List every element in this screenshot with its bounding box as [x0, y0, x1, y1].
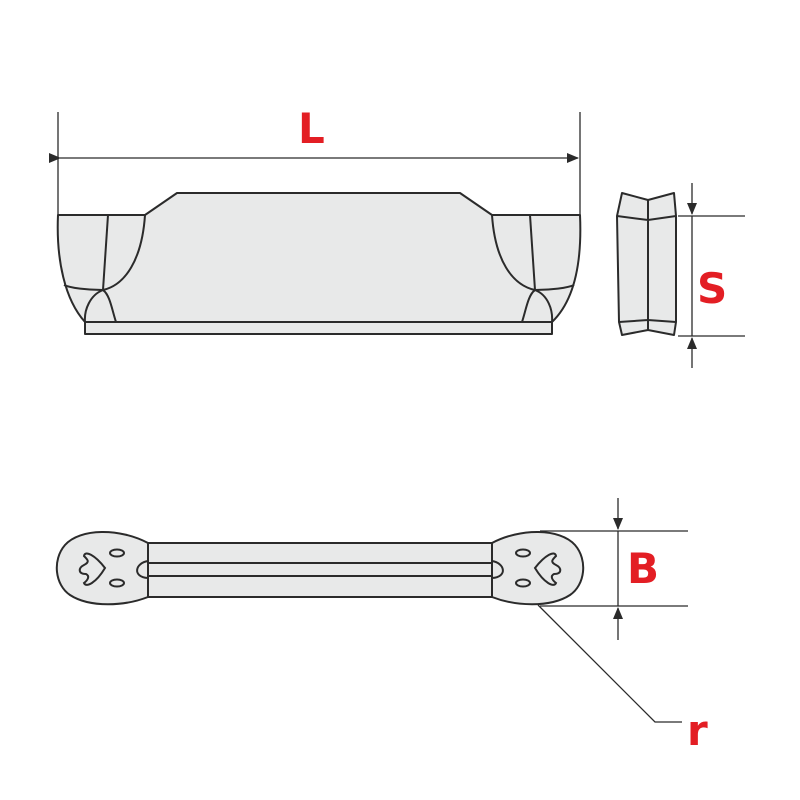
right-head — [491, 531, 585, 606]
left-head — [55, 531, 149, 606]
right-chipbreaker — [515, 548, 562, 588]
radius-leader-line — [537, 604, 682, 723]
thickness-label: S — [697, 264, 728, 313]
left-cutting-edge — [63, 214, 146, 323]
insert-body — [56, 192, 582, 323]
left-chipbreaker — [78, 548, 125, 588]
insert-bar — [147, 542, 493, 598]
length-label: L — [298, 104, 325, 153]
side-profile — [616, 192, 677, 336]
front-view — [49, 112, 582, 335]
side-view — [616, 183, 745, 368]
right-notch — [491, 560, 504, 579]
side-edges — [616, 200, 677, 330]
radius-label: r — [687, 706, 708, 755]
left-notch — [136, 560, 149, 579]
width-label: B — [627, 544, 660, 593]
right-cutting-edge — [491, 214, 575, 323]
base-plate — [84, 321, 553, 335]
top-view — [55, 498, 688, 723]
